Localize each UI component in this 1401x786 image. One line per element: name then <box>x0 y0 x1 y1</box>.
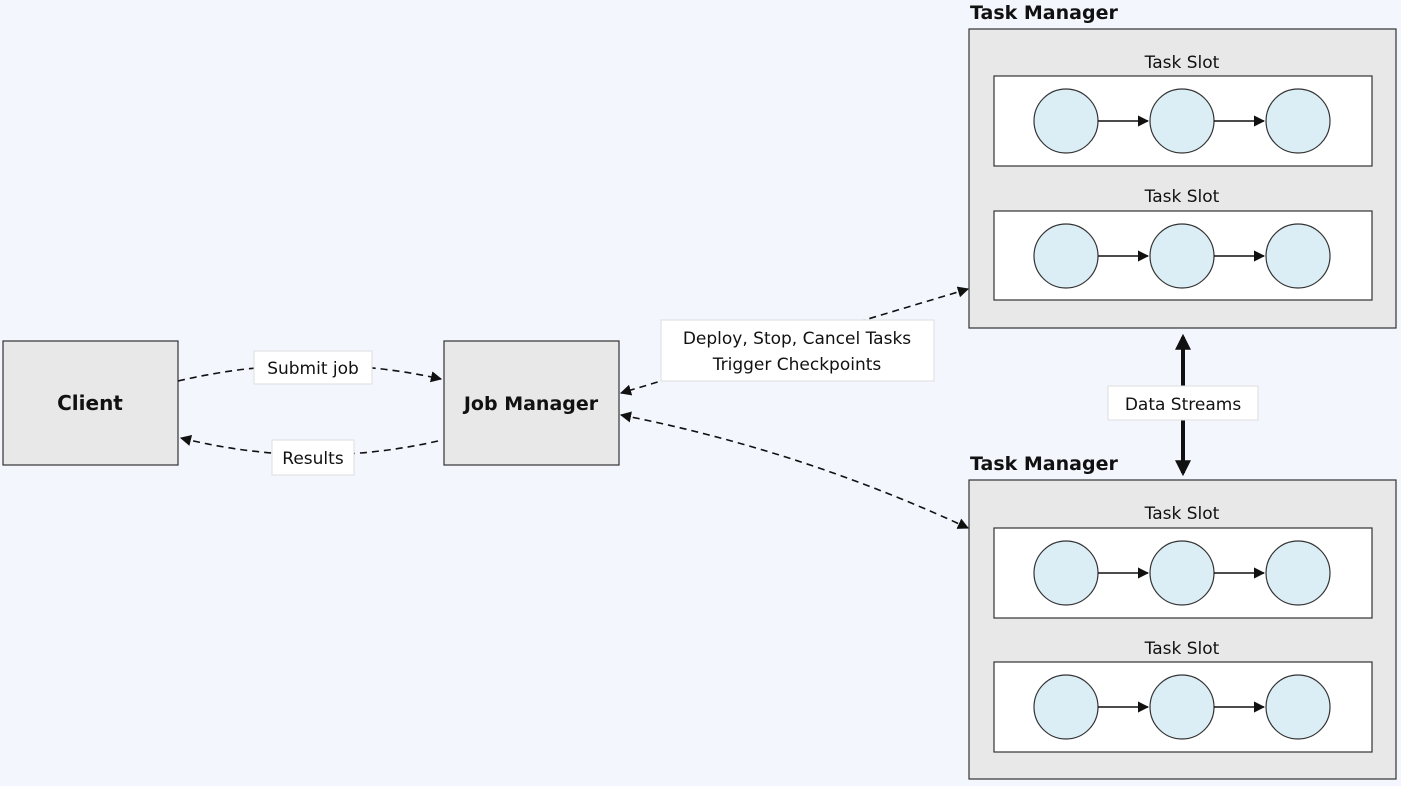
results-label: Results <box>271 439 355 476</box>
client-label: Client <box>57 391 123 415</box>
task-node <box>1265 223 1331 289</box>
task-slot: Task Slot <box>993 639 1373 753</box>
task-node <box>1033 674 1099 740</box>
task-node <box>1033 540 1099 606</box>
task-manager-1-title: Task Manager <box>970 2 1118 24</box>
task-slot-label: Task Slot <box>1144 639 1220 659</box>
task-node <box>1265 674 1331 740</box>
data-streams-label: Data Streams <box>1107 385 1259 421</box>
task-slot: Task Slot <box>993 53 1373 167</box>
task-node <box>1033 88 1099 154</box>
task-slot: Task Slot <box>993 504 1373 619</box>
task-node <box>1033 223 1099 289</box>
task-slot-label: Task Slot <box>1144 53 1220 73</box>
task-node <box>1149 88 1215 154</box>
task-slot: Task Slot <box>993 187 1373 301</box>
svg-text:Results: Results <box>282 449 344 469</box>
task-node <box>1149 223 1215 289</box>
svg-text:Trigger Checkpoints: Trigger Checkpoints <box>712 355 882 375</box>
task-node <box>1149 674 1215 740</box>
submit-job-label: Submit job <box>253 350 373 385</box>
job-manager-node: Job Manager <box>443 340 620 466</box>
svg-text:Data Streams: Data Streams <box>1125 395 1242 415</box>
job-to-task-manager-2-edge <box>619 411 970 529</box>
task-node <box>1149 540 1215 606</box>
task-manager-1: Task Manager Task Slot Task Slot <box>968 2 1397 329</box>
svg-text:Deploy, Stop, Cancel Tasks: Deploy, Stop, Cancel Tasks <box>683 329 911 349</box>
task-manager-2: Task Manager Task Slot Task Slot <box>968 453 1397 780</box>
deploy-label: Deploy, Stop, Cancel Tasks Trigger Check… <box>660 319 935 382</box>
task-node <box>1265 88 1331 154</box>
task-slot-label: Task Slot <box>1144 187 1220 207</box>
svg-text:Submit job: Submit job <box>267 359 359 379</box>
task-slot-label: Task Slot <box>1144 504 1220 524</box>
client-node: Client <box>2 340 179 466</box>
task-manager-2-title: Task Manager <box>970 453 1118 475</box>
task-node <box>1265 540 1331 606</box>
job-manager-label: Job Manager <box>462 393 599 415</box>
